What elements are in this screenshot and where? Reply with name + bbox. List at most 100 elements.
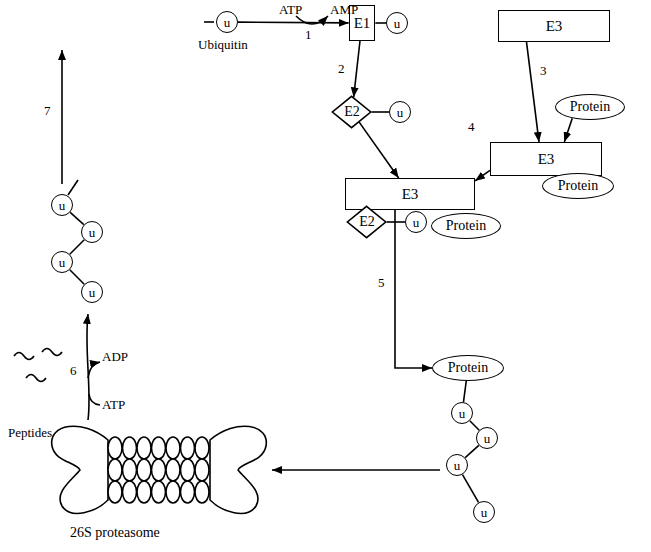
label-text: ATP — [279, 3, 302, 16]
bond-line — [470, 421, 479, 430]
node-text: u — [394, 17, 401, 30]
proteasome-ring — [152, 437, 166, 459]
step-number: 4 — [468, 120, 475, 133]
proteasome-ring — [166, 481, 180, 503]
proteasome-ring — [195, 459, 209, 481]
enzyme-diamond: E2 — [347, 206, 386, 238]
node-text: u — [481, 506, 488, 519]
step-number: 6 — [70, 364, 77, 377]
atp-in-curve — [89, 394, 100, 405]
node-text: u — [484, 432, 491, 445]
bond-line — [375, 22, 386, 24]
enzyme-box: E3 — [498, 10, 610, 42]
peptide — [14, 353, 34, 360]
node-text: u — [224, 16, 231, 29]
ubiquitin-circle: u — [81, 221, 103, 243]
adp-out-curve — [88, 362, 100, 378]
proteasome-ring — [137, 437, 151, 459]
proteasome-ring — [166, 437, 180, 459]
node-text: u — [89, 286, 96, 299]
ubiquitin-circle: u — [216, 11, 238, 33]
node-text: E1 — [354, 16, 371, 31]
node-text: u — [454, 459, 461, 472]
protein-ellipse: Protein — [431, 213, 501, 239]
ubiquitin-circle: u — [51, 251, 73, 273]
node-text: u — [59, 256, 66, 269]
node-text: u — [89, 226, 96, 239]
ubiquitin-circle: u — [476, 427, 498, 449]
label-text: Ubiquitin — [198, 38, 248, 51]
proteasome-ring — [108, 437, 122, 459]
reaction-arrow — [395, 210, 432, 368]
label-text: 26S proteasome — [70, 526, 160, 540]
node-text: Protein — [570, 100, 610, 114]
ubiquitin-circle: u — [451, 402, 473, 424]
ubiquitin-circle: u — [389, 101, 411, 123]
node-text: E2 — [359, 215, 375, 229]
node-text: E2 — [344, 105, 360, 119]
proteasome-ring — [123, 481, 137, 503]
proteasome-ring — [181, 437, 195, 459]
bond-line — [70, 270, 84, 284]
bond-line — [70, 240, 84, 254]
node-text: Protein — [446, 219, 486, 233]
to-proteasome-arrow — [272, 469, 440, 471]
ubiquitin-circle: u — [446, 454, 468, 476]
step-number: 1 — [305, 28, 312, 41]
node-text: Protein — [448, 361, 488, 375]
proteasome-ring — [166, 459, 180, 481]
broken-bond — [68, 180, 78, 195]
node-text: u — [59, 199, 66, 212]
reaction-arrow — [564, 118, 572, 142]
proteasome-ring — [123, 437, 137, 459]
protein-ellipse: Protein — [555, 94, 625, 120]
proteasome-ring — [137, 481, 151, 503]
proteasome-ring — [152, 459, 166, 481]
label-text: ATP — [102, 398, 125, 411]
protein-ellipse: Protein — [432, 355, 504, 381]
node-text: u — [459, 407, 466, 420]
node-text: E3 — [546, 19, 563, 34]
bond-line — [465, 445, 479, 457]
ubiquitin-circle: u — [386, 12, 408, 34]
ubiquitin-circle: u — [405, 211, 427, 233]
proteasome-ring — [137, 459, 151, 481]
proteasome-ring — [181, 481, 195, 503]
node-text: u — [397, 106, 404, 119]
ubiquitin-circle: u — [81, 281, 103, 303]
step-number: 7 — [44, 104, 51, 117]
bond-line — [462, 475, 478, 503]
reaction-arrow — [527, 42, 540, 142]
recycle-arrow — [61, 50, 63, 184]
node-text: E3 — [402, 187, 419, 202]
bond-line — [372, 111, 389, 113]
protein-ellipse: Protein — [542, 173, 614, 199]
proteasome-ring — [108, 459, 122, 481]
free-bond — [204, 21, 214, 23]
step-number: 2 — [338, 62, 345, 75]
proteasome-ring — [195, 437, 209, 459]
peptide — [42, 349, 62, 356]
peptide — [26, 375, 46, 382]
proteasome-ring — [181, 459, 195, 481]
enzyme-diamond: E2 — [332, 96, 371, 128]
enzyme-box: E3 — [490, 142, 602, 176]
reaction-arrow — [354, 41, 360, 97]
proteasome — [52, 426, 267, 513]
step-number: 3 — [540, 64, 547, 77]
reaction-arrow — [238, 21, 349, 23]
ubiquitin-circle: u — [473, 501, 495, 523]
enzyme-box: E3 — [345, 178, 475, 210]
label-text: ADP — [102, 350, 128, 363]
node-text: u — [413, 216, 420, 229]
ubiquitin-circle: u — [51, 194, 73, 216]
degradation-arrow — [87, 314, 89, 420]
label-text: AMP — [330, 3, 358, 16]
proteasome-ring — [123, 459, 137, 481]
step-number: 5 — [378, 276, 385, 289]
bond-line — [70, 212, 84, 224]
node-text: Protein — [558, 179, 598, 193]
node-text: E3 — [538, 152, 555, 167]
